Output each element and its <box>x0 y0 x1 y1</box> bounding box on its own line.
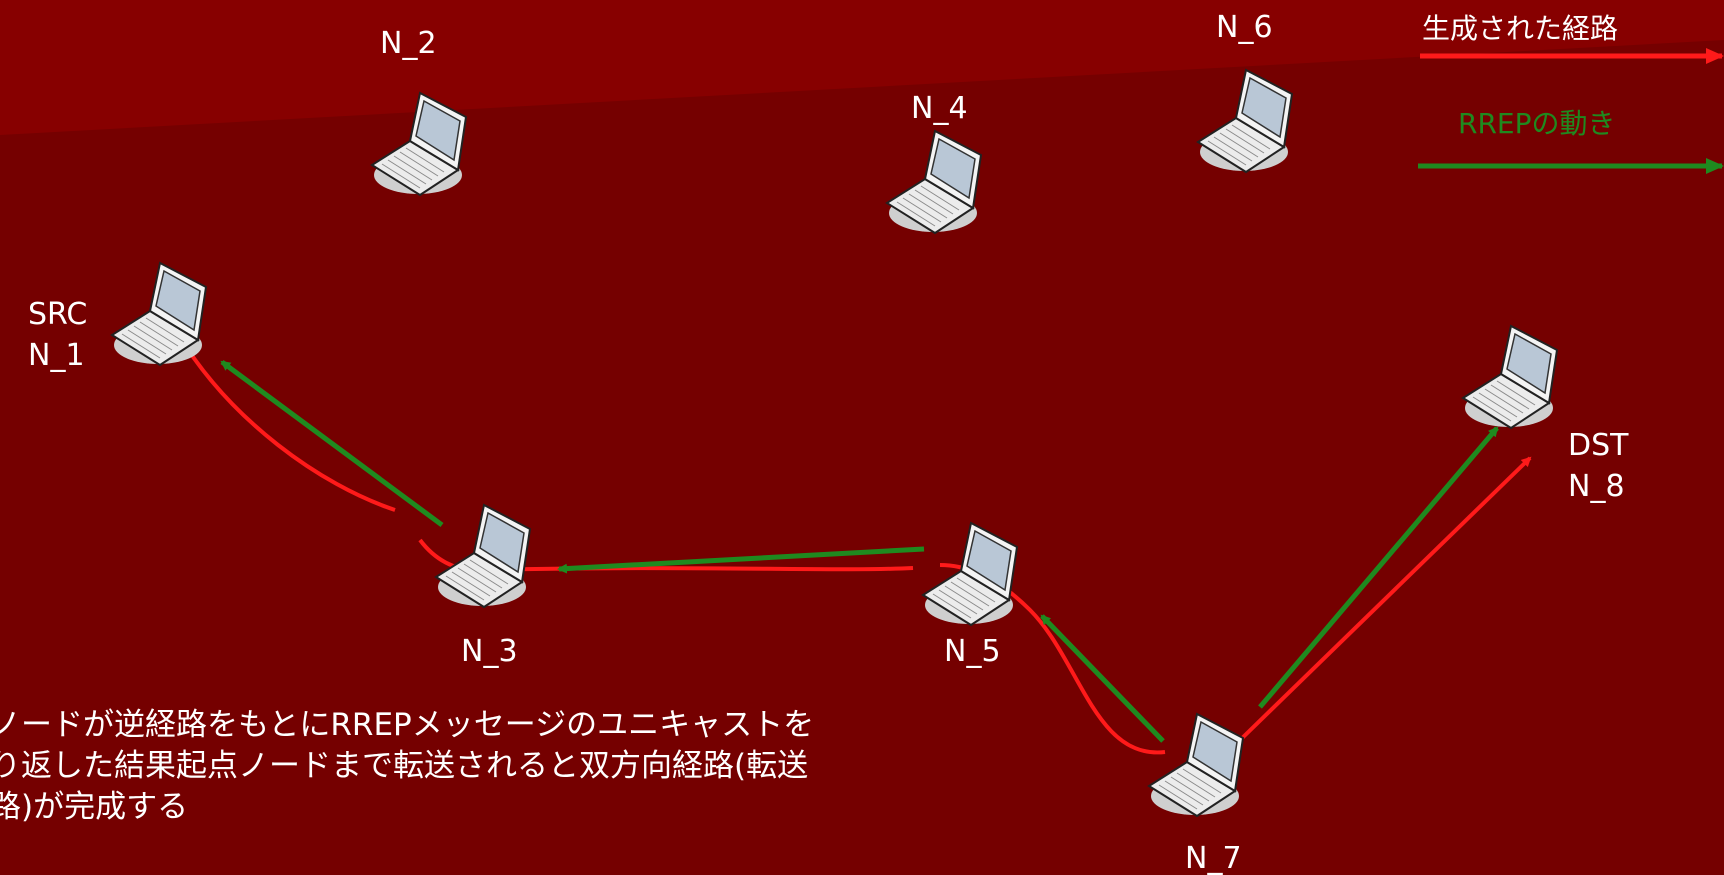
node-label-n5: N_5 <box>944 634 1001 669</box>
rrep-arrow-n7-to-n8 <box>1258 426 1499 709</box>
rrep-arrow-n7-to-n5 <box>1040 614 1165 743</box>
route-path-n7-n8 <box>1233 456 1532 747</box>
node-label-n8-role: DST <box>1568 428 1629 463</box>
node-label-n4: N_4 <box>911 91 968 126</box>
node-label-n1-id: N_1 <box>28 338 85 373</box>
laptop-icon-n3 <box>435 504 531 608</box>
laptop-icon-n2 <box>371 92 467 196</box>
caption-line-2: り返した結果起点ノードまで転送されると双方向経路(転送 <box>0 748 809 784</box>
node-label-n7: N_7 <box>1185 841 1242 875</box>
route-path-n5-n3 <box>418 538 914 573</box>
legend-route-label: 生成された経路 <box>1422 12 1618 45</box>
caption-line-3: 路)が完成する <box>0 789 189 825</box>
rrep-arrow-n5-to-n3 <box>557 546 925 574</box>
caption-text: ノードが逆経路をもとにRREPメッセージのユニキャストを り返した結果起点ノード… <box>0 705 1070 828</box>
rrep-arrow-n3-to-n1 <box>220 359 444 528</box>
node-label-n8-id: N_8 <box>1568 469 1625 504</box>
node-label-n6: N_6 <box>1216 10 1273 45</box>
legend-rrep-label: RREPの動き <box>1458 107 1616 140</box>
laptop-icon-n4 <box>886 130 982 234</box>
laptop-icon-n1 <box>111 262 207 366</box>
laptop-icon-n7 <box>1148 713 1244 817</box>
node-label-n1-role: SRC <box>28 297 87 332</box>
laptop-icon-n8 <box>1462 325 1558 429</box>
node-label-n3: N_3 <box>461 634 518 669</box>
node-label-n2: N_2 <box>380 26 437 61</box>
laptop-icon-n5 <box>922 522 1018 626</box>
route-path-n3-n1 <box>176 332 396 512</box>
caption-line-1: ノードが逆経路をもとにRREPメッセージのユニキャストを <box>0 707 815 743</box>
laptop-icon-n6 <box>1197 69 1293 173</box>
